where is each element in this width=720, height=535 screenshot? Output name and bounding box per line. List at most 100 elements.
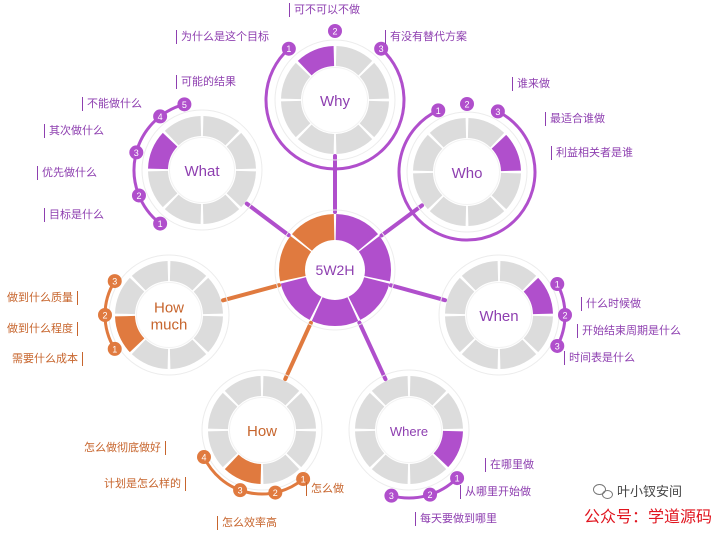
who-ring-segment [467, 196, 505, 226]
where-label-2: 从哪里开始做 [460, 485, 535, 499]
center-segment-4 [311, 297, 359, 326]
who-badge-2 [460, 97, 474, 111]
why-ring-segment [281, 100, 311, 138]
center-segment-5 [280, 277, 322, 320]
who-center [435, 140, 499, 204]
center-segment-3 [348, 277, 390, 320]
what-label-4: 不能做什么 [82, 97, 146, 111]
where-label-3: 每天要做到哪里 [415, 512, 501, 526]
how-ring-segment [286, 392, 316, 430]
when-ring-segment [523, 315, 553, 353]
where-center [377, 398, 441, 462]
why-outer-guide [274, 39, 396, 161]
how-ring-segment [208, 430, 238, 468]
how-badge-number-2: 2 [273, 488, 278, 498]
where-ring-segment [433, 392, 463, 430]
how-label-3: 计划是怎么样的 [100, 477, 186, 491]
where-ring-segment [355, 430, 385, 468]
where-badge-2 [423, 487, 438, 502]
when-ring-segment [461, 339, 499, 369]
when-ring-segment [499, 261, 537, 291]
wechat-icon [592, 483, 613, 499]
when-label-2: 开始结束周期是什么 [577, 324, 685, 338]
how-badge-2 [268, 485, 283, 500]
howmuch-label-3: 做到什么质量 [3, 291, 78, 305]
why-ring-segment [281, 62, 311, 100]
where-ring-segment [371, 454, 409, 484]
howmuch-badge-number-2: 2 [102, 311, 107, 321]
howmuch-center [137, 283, 201, 347]
what-title: What [184, 163, 220, 180]
what-ring-segment [202, 116, 240, 146]
where-badge-3 [384, 488, 399, 503]
how-ring-segment [208, 392, 238, 430]
how-ring-segment [224, 454, 262, 484]
why-ring-segment [359, 62, 389, 100]
howmuch-ring-segment [169, 261, 207, 291]
why-label-1: 为什么是这个目标 [176, 30, 273, 44]
where-title: Where [390, 424, 428, 439]
who-ring-segment [491, 134, 521, 172]
howmuch-badge-2 [98, 308, 112, 322]
where-ring-segment [409, 376, 447, 406]
why-label-3: 有没有替代方案 [385, 30, 471, 44]
watermark-account: 叶小钗安间 [592, 481, 682, 500]
what-badge-number-4: 4 [158, 112, 163, 122]
how-ring-segment [262, 376, 300, 406]
howmuch-title-line-2: much [151, 317, 188, 334]
what-ring-segment [164, 116, 202, 146]
what-ring-segment [202, 194, 240, 224]
where-ring-segment [433, 430, 463, 468]
who-label-2: 最适合谁做 [545, 112, 609, 126]
why-label-2: 可不可以不做 [289, 3, 364, 17]
howmuch-badge-3 [107, 274, 122, 289]
who-title: Who [452, 165, 483, 182]
howmuch-badge-number-1: 1 [112, 344, 117, 354]
where-label-1: 在哪里做 [485, 458, 538, 472]
watermark: 叶小钗安间 公众号：学道源码 [522, 481, 712, 527]
how-center [230, 398, 294, 462]
howmuch-title-line-1: How [154, 300, 184, 317]
how-outer-guide [201, 369, 323, 491]
who-ring-segment [467, 118, 505, 148]
who-label-1: 谁来做 [512, 77, 554, 91]
what-connector-line [244, 201, 291, 238]
when-label-1: 什么时候做 [581, 297, 645, 311]
center-segment-7 [291, 214, 335, 251]
why-title: Why [320, 93, 351, 110]
why-badge-2 [328, 24, 342, 38]
how-label-2: 怎么效率高 [217, 516, 281, 530]
center-segment-6 [279, 236, 312, 282]
watermark-line: 公众号：学道源码 [583, 507, 712, 526]
why-ring-segment [297, 46, 335, 76]
howmuch-badge-1 [107, 341, 122, 356]
watermark-account-name: 叶小钗安间 [616, 485, 682, 500]
when-ring-segment [445, 277, 475, 315]
what-center [170, 138, 234, 202]
when-badge-1 [550, 277, 565, 292]
what-badge-5 [177, 97, 192, 112]
center-segment-1 [335, 214, 379, 251]
how-ring-segment [262, 454, 300, 484]
howmuch-ring-segment [115, 277, 145, 315]
why-ring-segment [335, 46, 373, 76]
how-ring-segment [286, 430, 316, 468]
who-badge-3 [490, 104, 505, 119]
who-ring-segment [429, 118, 467, 148]
why-badge-number-2: 2 [332, 27, 337, 37]
why-ring-segment [335, 124, 373, 154]
how-badge-number-4: 4 [201, 453, 206, 463]
what-badge-number-3: 3 [134, 148, 139, 158]
who-ring-segment [413, 172, 443, 210]
when-badge-3 [550, 338, 565, 353]
where-ring-segment [355, 392, 385, 430]
where-badge-number-1: 1 [455, 474, 460, 484]
what-badge-number-1: 1 [158, 219, 163, 229]
what-badge-3 [129, 145, 144, 160]
what-badge-1 [153, 216, 168, 231]
what-label-1: 目标是什么 [44, 208, 108, 222]
where-ring-segment [409, 454, 447, 484]
when-badge-number-1: 1 [555, 280, 560, 290]
what-badge-number-5: 5 [182, 100, 187, 110]
